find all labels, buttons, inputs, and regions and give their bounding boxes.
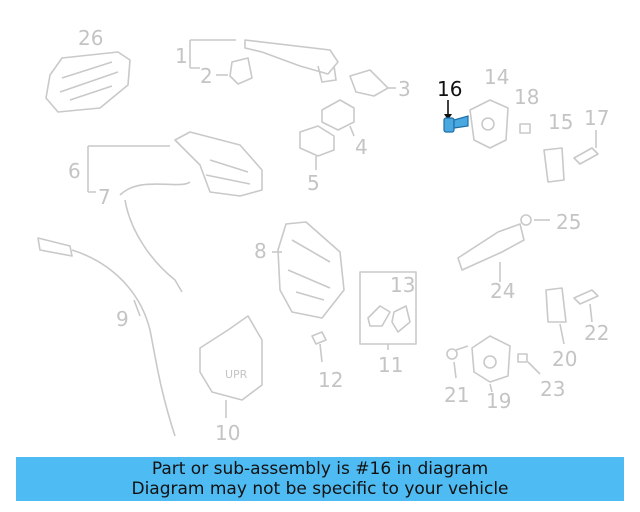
part-4-block [321, 99, 355, 137]
callout-23: 23 [540, 377, 565, 401]
part-15-plate [543, 147, 565, 183]
callout-15: 15 [548, 110, 573, 134]
upr-mark: UPR [225, 368, 248, 381]
callout-21: 21 [444, 383, 469, 407]
callout-22: 22 [584, 321, 609, 345]
part-11-13-kit-box [359, 271, 417, 350]
callout-12: 12 [318, 368, 343, 392]
callout-2: 2 [200, 64, 213, 88]
part-22-bolt [573, 289, 599, 323]
part-20-plate [545, 287, 567, 345]
part-10-latch-cover: UPR [199, 315, 263, 418]
callout-13: 13 [390, 273, 415, 297]
banner-line-1: Part or sub-assembly is #16 in diagram [151, 459, 489, 479]
callout-labels: 1234567891011121314151617181920212223242… [68, 26, 609, 445]
callout-26: 26 [78, 26, 103, 50]
part-21-bolt [446, 345, 469, 379]
callout-4: 4 [355, 135, 368, 159]
callout-9: 9 [116, 307, 129, 331]
banner-line-2: Diagram may not be specific to your vehi… [131, 479, 509, 499]
part-18-cap [519, 123, 531, 134]
callout-11: 11 [378, 353, 403, 377]
part-16-bolt-highlighted [443, 100, 469, 133]
part-3-bracket [349, 69, 396, 97]
callout-1: 1 [175, 44, 188, 68]
callout-17: 17 [584, 106, 609, 130]
part-7-release-cable [119, 181, 191, 293]
callout-16: 16 [437, 77, 462, 101]
part-12-bolt [311, 331, 327, 363]
callout-6: 6 [68, 159, 81, 183]
callout-5: 5 [307, 171, 320, 195]
part-9-rod [37, 237, 176, 437]
part-8-lock-actuator [272, 221, 345, 319]
callout-14: 14 [484, 65, 509, 89]
callout-25: 25 [556, 210, 581, 234]
callout-10: 10 [215, 421, 240, 445]
callout-19: 19 [486, 389, 511, 413]
part-1-outer-handle [189, 39, 339, 83]
callout-3: 3 [398, 77, 411, 101]
part-23-cap [517, 353, 541, 375]
callout-7: 7 [98, 185, 111, 209]
callout-18: 18 [514, 85, 539, 109]
callout-8: 8 [254, 239, 267, 263]
part-14-bracket [469, 99, 509, 149]
part-6-inner-handle-frame [87, 131, 263, 197]
part-25-bolt [520, 214, 550, 226]
part-5-pad [299, 125, 335, 170]
part-24-door-check [457, 223, 525, 282]
callout-24: 24 [490, 279, 515, 303]
parts-diagram: UPR [37, 26, 609, 445]
part-17-bolt [573, 130, 599, 165]
part-19-bracket [471, 335, 511, 393]
part-2-handle-cap [216, 57, 253, 85]
part-26-inner-handle-bezel [45, 51, 131, 113]
callout-20: 20 [552, 347, 577, 371]
info-banner: Part or sub-assembly is #16 in diagram D… [16, 457, 624, 501]
